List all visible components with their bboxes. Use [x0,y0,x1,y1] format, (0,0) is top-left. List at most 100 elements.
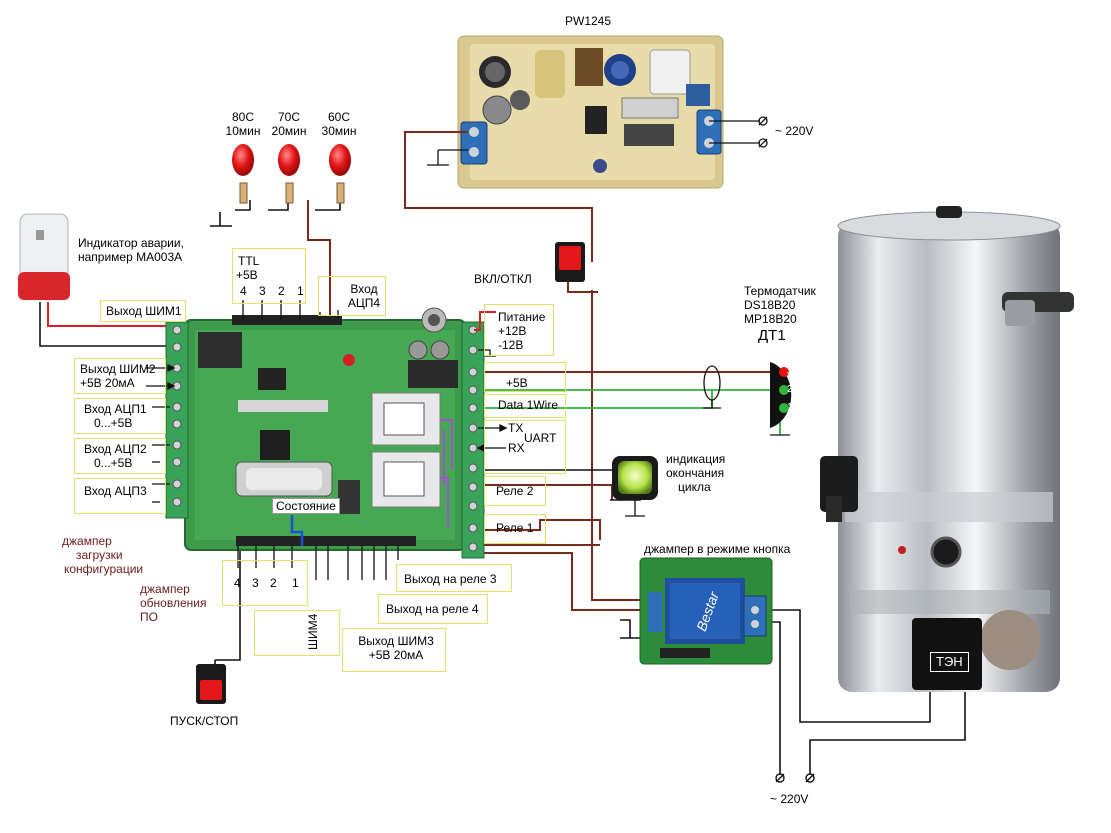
tx-label: TX [508,421,524,435]
cycle-indicator-lamp [612,456,658,517]
relay-module-title: джампер в режиме кнопка [644,542,791,556]
adc1-box [74,398,166,434]
rx-label: RX [508,441,525,455]
heater-box [912,618,982,690]
sensor-pin-2: 2 [787,384,793,395]
bottom-pin-2: 2 [270,576,277,590]
psu-ground [427,149,468,166]
led-60c-temp: 60C [327,110,350,124]
adc1-line1: Вход АЦП1 [84,402,147,416]
led-70c-time: 20мин [271,124,307,138]
adc2-line2: 0...+5В [94,456,133,470]
relay4-label: Выход на реле 4 [386,602,479,616]
v5-box [484,362,566,392]
alarm-siren [18,213,70,300]
indicator-line3: цикла [678,480,711,494]
power-box [484,304,554,356]
alarm-red-wire [47,302,182,327]
board-state-label: Состояние [272,498,340,514]
alarm-label-line1: Индикатор аварии, [78,236,184,250]
fw-jumper-label: джампер обновления ПО [140,582,206,624]
relay2-label: Реле 2 [496,484,534,498]
bottom-header-legs [237,546,399,580]
left-terminal-screws [172,325,182,507]
relay-module [639,557,773,665]
fw-jumper-line3: ПО [140,610,158,624]
pwm2-line1: Выход ШИМ2 [80,362,156,376]
power-rocker-switch [555,242,585,282]
ttl-box [232,248,306,304]
start-stop-label: ПУСК/СТОП [170,714,239,728]
black-wires [39,200,966,774]
adc4-line2: АЦП4 [347,296,381,310]
pwm2-box [74,358,166,394]
relay3-box [396,564,512,592]
ttl-pin-3: 3 [259,284,266,298]
data-box [484,394,566,418]
led-60c-label: 60C 30мин [314,110,364,138]
psu-board [457,35,724,189]
power-title: Питание [498,310,546,324]
bottom-pin-3: 3 [252,576,259,590]
right-terminal-screws [468,325,478,552]
uart-box [484,420,566,474]
sensor-pin-3: 3 [787,366,793,377]
power-minus: -12В [498,338,524,352]
temperature-sensor [770,362,792,428]
relay1-label: Реле 1 [496,521,534,535]
led-80c [232,144,254,204]
config-jumper-line1: джампер [62,534,112,548]
config-jumper-line3: конфигурации [64,562,144,576]
switch-top-label: ВКЛ/ОТКЛ [474,272,532,286]
led-70c-temp: 70C [277,110,300,124]
ttl-title: TTL [238,254,260,268]
led-80c-time: 10мин [225,124,261,138]
led-70c [278,144,300,204]
adc3-label: Вход АЦП3 [84,484,147,498]
fw-jumper-line1: джампер [140,582,190,596]
relay1-box [484,514,546,544]
config-jumper-label: джампер загрузки конфигурации [62,534,143,576]
adc3-box [74,478,166,514]
indicator-label: индикация окончания цикла [666,452,725,494]
led-60c-time: 30мин [321,124,357,138]
sensor-label: Термодатчик DS18B20 MP18B20 ДТ1 [744,284,816,343]
relay4-box [378,594,488,624]
left-labels-box [100,300,186,322]
left-terminal-arrows [146,363,176,503]
start-stop-switch [196,664,226,704]
alarm-label: Индикатор аварии, например МА003А [78,236,184,264]
controller-pcb [165,307,485,559]
heater-label: ТЭН [930,652,969,672]
sensor-line1: Термодатчик [744,284,816,298]
adc2-box [74,438,166,474]
power-plus: +12В [498,324,527,338]
pwm3-line2: +5В 20мА [368,648,424,662]
pwm4-label: ШИМ4 [306,613,320,650]
sensor-line2: DS18B20 [744,298,796,312]
fw-jumper-line2: обновления [140,596,207,610]
psu-mains-label: ~ 220V [775,124,814,138]
sensor-pin-1: 1 [787,402,793,413]
pwm3-line1: Выход ШИМ3 [358,634,434,648]
led-80c-temp: 80C [231,110,254,124]
relay2-box [484,476,546,506]
data-label: Data 1Wire [498,398,559,412]
pwm4-box [254,610,340,656]
ttl-pin-4: 4 [240,284,247,298]
ttl-pin-2: 2 [278,284,285,298]
adc4-label: Вход АЦП4 [346,282,382,310]
sensor-shield [703,365,790,436]
indicator-line2: окончания [666,466,725,480]
pwm1-label: Выход ШИМ1 [106,304,182,318]
adc2-line1: Вход АЦП2 [84,442,147,456]
psu-mains-wires [709,116,768,148]
water-boiler [820,206,1074,692]
sensor-id: ДТ1 [758,327,786,344]
led-60c [329,144,351,204]
config-jumper-line2: загрузки [76,548,123,562]
v5-label: +5В [506,376,528,390]
mains-terminals-bottom [775,773,815,783]
indicator-line1: индикация [666,452,726,466]
